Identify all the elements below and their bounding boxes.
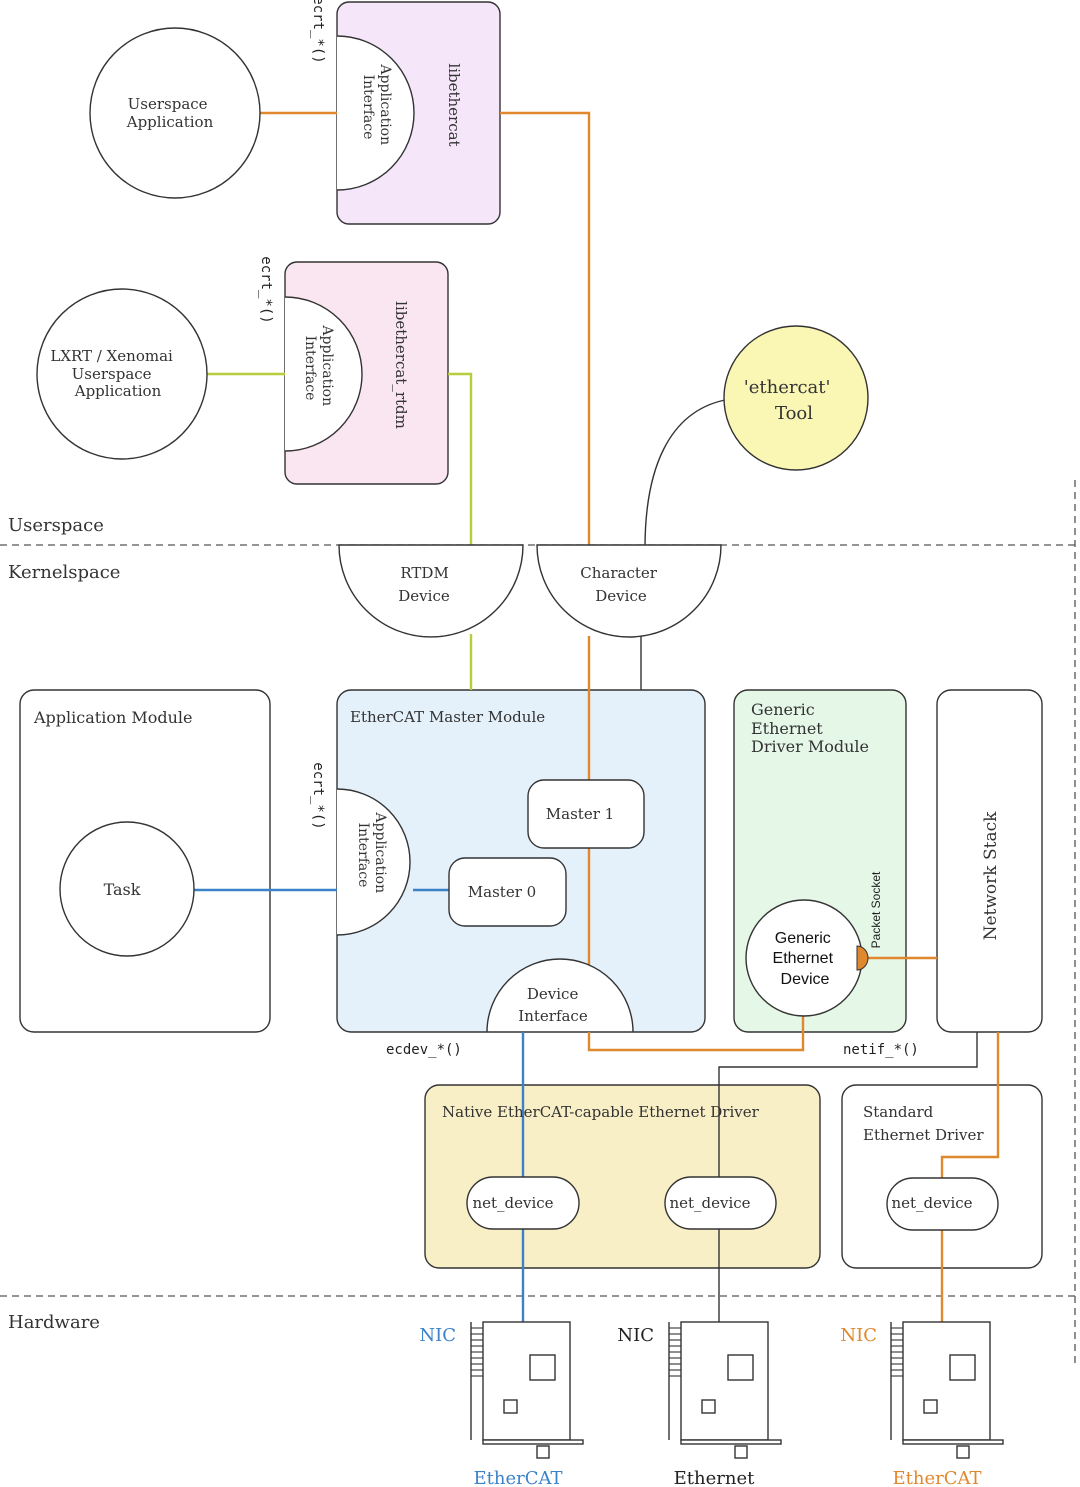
hardware-label: Hardware <box>8 1312 100 1333</box>
userspace-application-label: Userspace Application <box>126 95 214 131</box>
libethercat-api-halfcircle <box>337 35 415 191</box>
master-1-label: Master 1 <box>546 805 614 823</box>
nic-2-bottom-label: Ethernet <box>674 1468 755 1487</box>
userspace-application-circle <box>89 27 261 199</box>
nic-3-label: NIC <box>840 1325 877 1346</box>
nic-card-2 <box>668 1321 782 1459</box>
nic-card-3 <box>890 1321 1004 1459</box>
nic-3-bottom-label: EtherCAT <box>892 1468 981 1487</box>
character-device-label: Character Device <box>580 564 661 605</box>
master-api-label: Application Interface <box>355 811 388 897</box>
device-interface-halfcircle <box>486 958 634 1032</box>
task-circle <box>59 821 195 957</box>
network-stack-label: Network Stack <box>981 811 1001 941</box>
ethercat-tool-label: 'ethercat' Tool <box>744 377 836 424</box>
master-module-title: EtherCAT Master Module <box>350 708 545 726</box>
libethercat-rtdm-api-label: Application Interface <box>302 324 335 410</box>
native-net-device-2 <box>664 1176 777 1230</box>
rtdm-device-halfcircle <box>338 544 524 638</box>
native-net-device-1 <box>466 1176 580 1230</box>
nic-1-bottom-label: EtherCAT <box>473 1468 562 1487</box>
master-0-box <box>448 857 567 927</box>
standard-net-device-label: net_device <box>891 1194 972 1212</box>
standard-net-device <box>886 1177 999 1231</box>
nic-1-label: NIC <box>419 1325 456 1346</box>
kernelspace-label: Kernelspace <box>8 562 120 583</box>
libethercat-rtdm-ecrt-func: ecrt_*() <box>258 256 274 323</box>
ethercat-tool-circle <box>723 325 869 471</box>
task-label: Task <box>104 880 141 899</box>
black-connections <box>640 399 978 1322</box>
libethercat-rtdm-api-halfcircle <box>285 296 363 452</box>
packet-socket-label: Packet Socket <box>869 871 883 948</box>
libethercat-rtdm-name: libethercat_rtdm <box>392 301 410 429</box>
packet-socket-marker <box>856 945 869 971</box>
libethercat-ecrt-func: ecrt_*() <box>310 0 326 64</box>
character-device-halfcircle <box>536 544 722 638</box>
master-api-halfcircle <box>337 788 411 936</box>
green-connections <box>207 372 473 690</box>
native-net-device-1-label: net_device <box>472 1194 553 1212</box>
libethercat-name: libethercat <box>445 63 463 146</box>
blue-connections <box>193 888 525 1322</box>
master-1-box <box>527 779 645 849</box>
generic-module-title: Generic Ethernet Driver Module <box>751 700 869 756</box>
userspace-label: Userspace <box>8 515 104 536</box>
device-interface-label: Device Interface <box>518 985 588 1025</box>
native-driver-title: Native EtherCAT-capable Ethernet Driver <box>442 1103 760 1121</box>
native-net-device-2-label: net_device <box>669 1194 750 1212</box>
network-stack-box <box>936 689 1043 1033</box>
netif-func: netif_*() <box>843 1042 919 1058</box>
generic-ethernet-device-label: Generic Ethernet Device <box>773 930 838 988</box>
rtdm-device-label: RTDM Device <box>398 564 453 605</box>
standard-driver-title: Standard Ethernet Driver <box>863 1103 984 1144</box>
application-module-title: Application Module <box>33 708 193 727</box>
nic-2-label: NIC <box>617 1325 654 1346</box>
lxrt-application-label: LXRT / Xenomai Userspace Application <box>50 347 177 400</box>
nic-card-1 <box>470 1321 584 1459</box>
master-0-label: Master 0 <box>468 883 536 901</box>
lxrt-application-circle <box>36 288 208 460</box>
libethercat-api-label: Application Interface <box>360 63 393 149</box>
ecdev-func: ecdev_*() <box>386 1042 462 1058</box>
master-ecrt-func: ecrt_*() <box>310 762 326 829</box>
